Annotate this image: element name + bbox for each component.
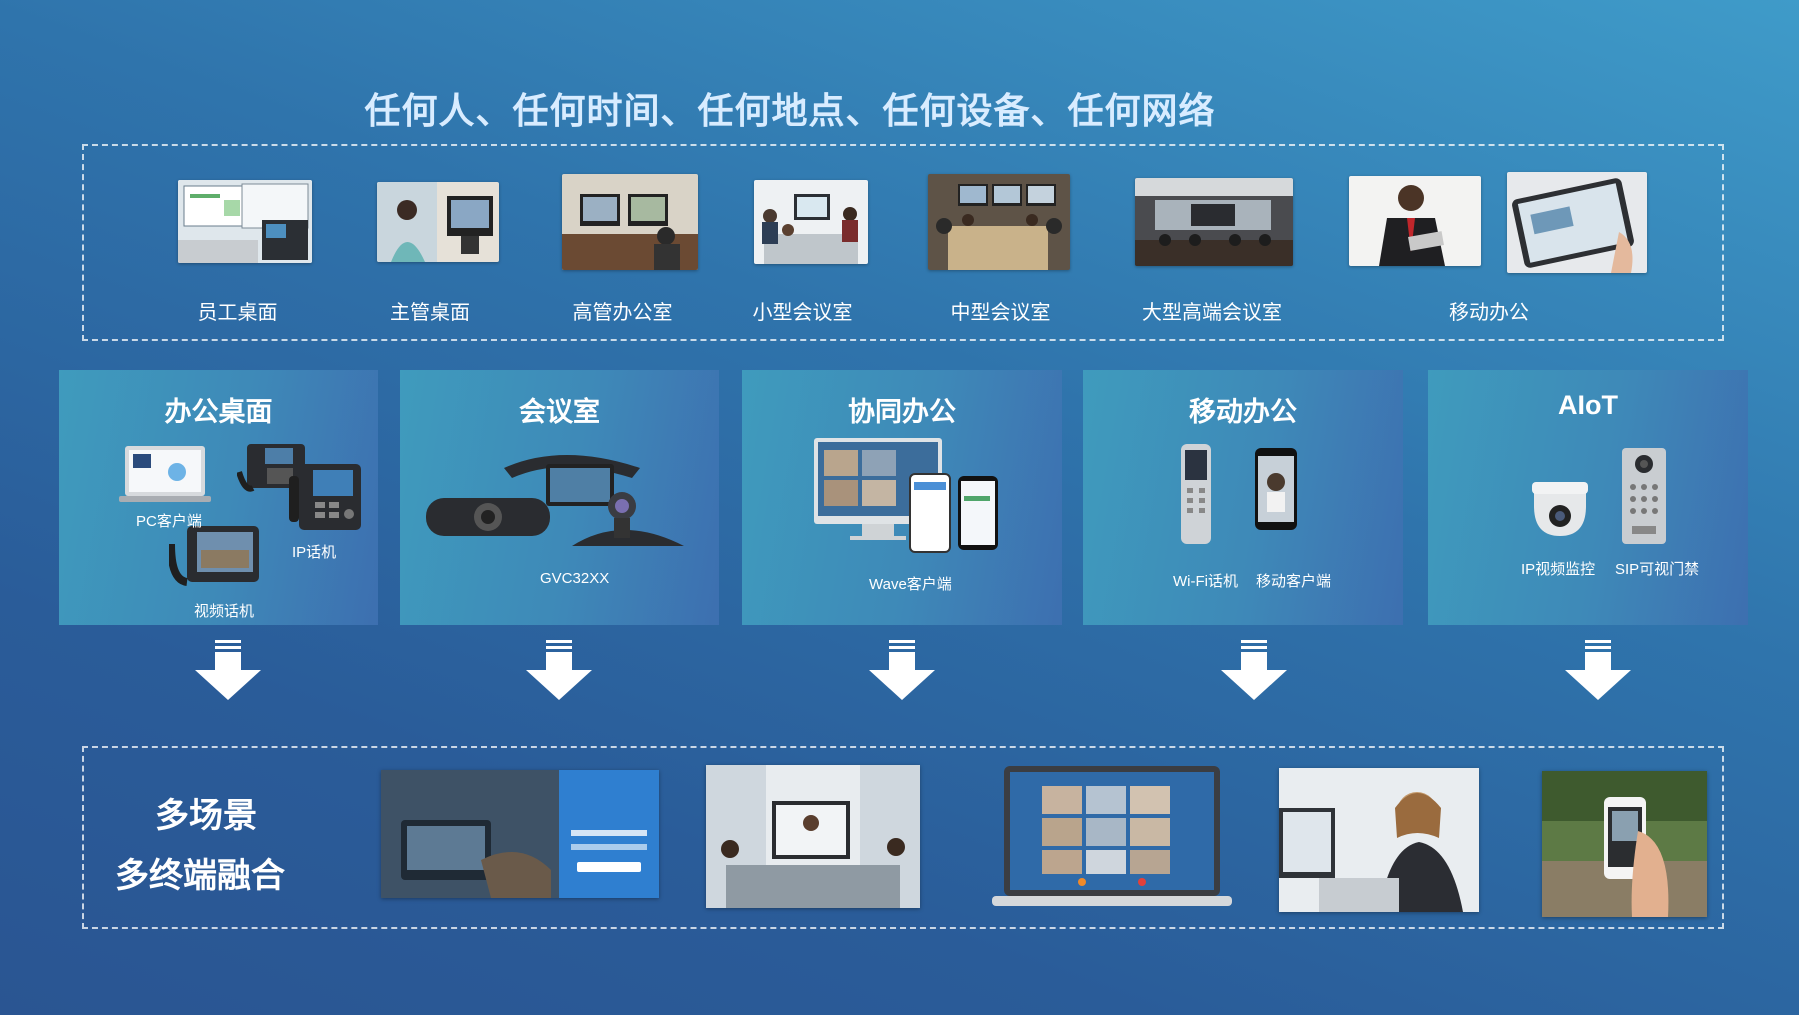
video-phone-icon xyxy=(169,526,259,586)
category-card-aiot: AIoT IP视频监控 SIP可视门禁 xyxy=(1428,370,1748,625)
down-arrow-icon xyxy=(1565,640,1631,700)
device-label-ip-phone: IP话机 xyxy=(292,544,337,561)
device-label-pc-client: PC客户端 xyxy=(136,513,202,530)
category-title: 协同办公 xyxy=(848,397,956,427)
down-arrow-icon xyxy=(526,640,592,700)
category-title: 移动办公 xyxy=(1189,397,1297,427)
meeting-room-screenshot xyxy=(706,765,920,908)
executive-office-photo xyxy=(562,174,698,270)
device-label-mobile-client: 移动客户端 xyxy=(1256,573,1332,590)
ip-phone-large-icon xyxy=(289,464,361,530)
mobile-app-in-hand-photo xyxy=(1542,771,1707,917)
fusion-line-1: 多场景 xyxy=(155,797,257,835)
mobile-client-icon xyxy=(1255,448,1297,530)
down-arrow-icon xyxy=(195,640,261,700)
small-meeting-room-photo xyxy=(754,180,868,264)
category-title: 办公桌面 xyxy=(164,397,273,427)
wifi-phone-icon xyxy=(1181,444,1211,544)
mobile-office-photo xyxy=(1349,176,1481,266)
scenes-panel xyxy=(82,144,1724,341)
category-title: AIoT xyxy=(1558,390,1618,420)
device-label-video-phone: 视频话机 xyxy=(194,603,255,620)
page-title: 任何人、任何时间、任何地点、任何设备、任何网络 xyxy=(364,90,1216,131)
device-label-wave-client: Wave客户端 xyxy=(869,576,952,593)
device-label-sip-door-access: SIP可视门禁 xyxy=(1615,561,1700,578)
office-phone-call-photo xyxy=(1279,768,1479,912)
scene-label-medium-meeting-room: 中型会议室 xyxy=(950,302,1051,324)
device-label-wifi-phone: Wi-Fi话机 xyxy=(1173,573,1238,590)
category-card-office-desktop: 办公桌面 PC客户端 IP话机 视频话机 xyxy=(59,370,378,625)
laptop-video-call-screenshot xyxy=(992,762,1232,911)
manager-desk-photo xyxy=(377,182,499,262)
device-label-gvc32xx: GVC32XX xyxy=(540,570,610,587)
scene-label-executive-office: 高管办公室 xyxy=(572,302,673,324)
device-label-ip-camera: IP视频监控 xyxy=(1521,561,1596,578)
conference-device-icon xyxy=(426,455,684,546)
fusion-panel xyxy=(82,746,1724,929)
scene-label-manager-desk: 主管桌面 xyxy=(390,302,470,324)
scene-label-mobile-office: 移动办公 xyxy=(1449,302,1529,324)
employee-desk-photo xyxy=(178,180,312,263)
wave-client-icon xyxy=(814,438,998,553)
pc-client-icon xyxy=(119,446,211,502)
category-card-mobile-office: 移动办公 Wi-Fi话机 移动客户端 xyxy=(1083,370,1403,625)
down-arrow-icon xyxy=(1221,640,1287,700)
scene-label-small-meeting-room: 小型会议室 xyxy=(752,302,853,324)
scene-label-large-meeting-room: 大型高端会议室 xyxy=(1142,302,1282,324)
category-title: 会议室 xyxy=(519,397,600,427)
category-card-collaboration: 协同办公 Wave客户端 xyxy=(742,370,1062,625)
category-card-meeting-room: 会议室 GVC32XX xyxy=(400,370,719,625)
ip-camera-icon xyxy=(1532,482,1588,536)
fusion-line-2: 多终端融合 xyxy=(115,857,285,895)
tablet-photo xyxy=(1507,172,1647,273)
wave-login-screenshot xyxy=(381,770,659,898)
scene-label-employee-desk: 员工桌面 xyxy=(197,302,278,324)
large-meeting-room-photo xyxy=(1135,178,1293,266)
down-arrow-icon xyxy=(869,640,935,700)
medium-meeting-room-photo xyxy=(928,174,1070,270)
sip-door-access-icon xyxy=(1622,448,1666,544)
